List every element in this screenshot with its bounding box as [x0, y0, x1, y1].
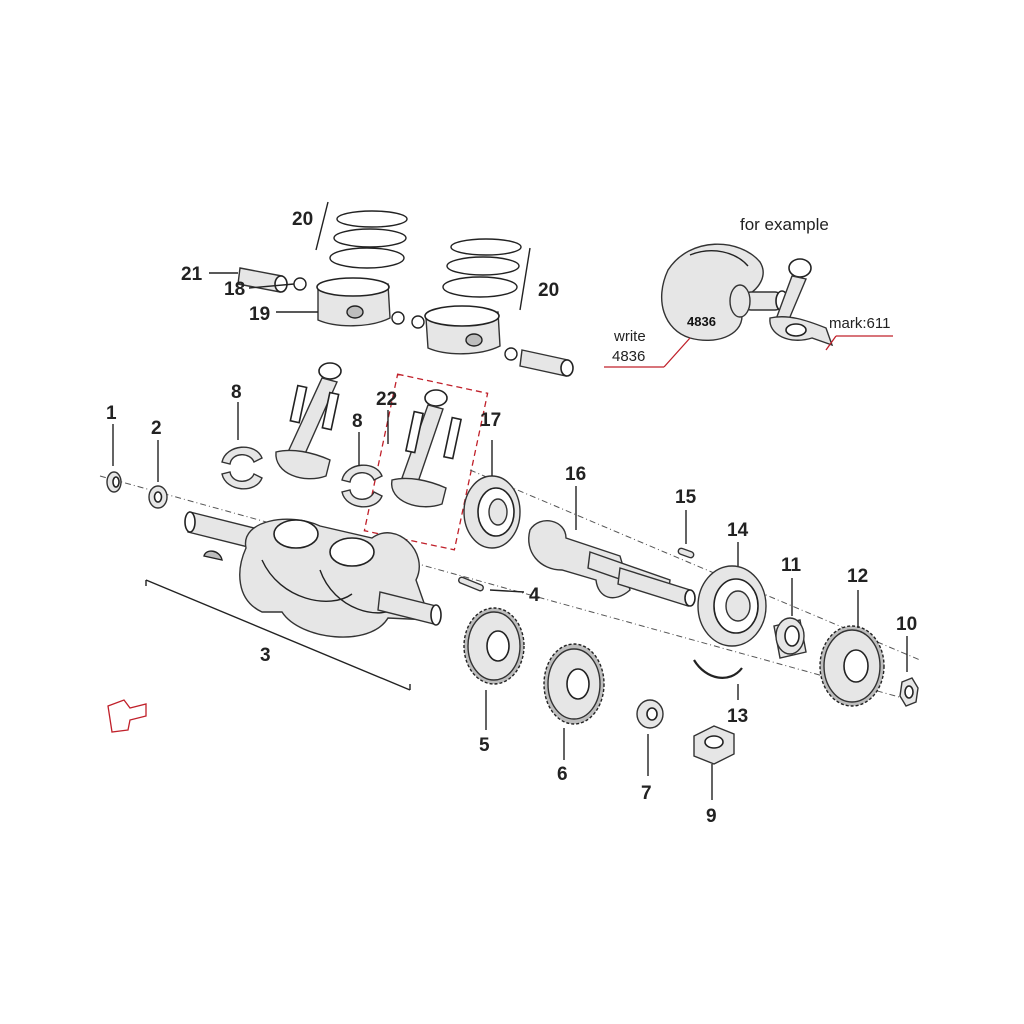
crank-stamp: 4836 [687, 314, 716, 329]
part-label-8b: 8 [352, 411, 363, 432]
kit-22-outline [363, 373, 489, 551]
part-label-15: 15 [675, 487, 697, 508]
main-axis [99, 475, 911, 701]
write-note: write [613, 328, 646, 345]
write-leader-diag [663, 337, 691, 368]
part-label-19: 19 [249, 304, 270, 325]
part-number-labels: 1 2 3 4 5 6 7 8 8 9 10 11 12 13 14 15 16… [106, 209, 917, 827]
example-crank-web: 4836 [660, 243, 789, 342]
part-label-10: 10 [896, 614, 917, 635]
washer-7 [636, 699, 664, 776]
part-label-17: 17 [480, 410, 501, 431]
nut-9 [693, 725, 735, 800]
circlip-13 [693, 659, 743, 700]
part-label-3: 3 [260, 645, 271, 666]
bearing-shells-right [341, 464, 383, 508]
pistons-group [209, 201, 574, 377]
part-label-12: 12 [847, 566, 868, 587]
part-label-7: 7 [641, 783, 652, 804]
spacer-11 [773, 578, 807, 659]
gear-12 [819, 590, 885, 707]
part-label-5: 5 [479, 735, 490, 756]
gear-6 [543, 643, 605, 760]
pin-15 [677, 510, 695, 559]
washer-2 [148, 440, 168, 509]
part-label-2: 2 [151, 418, 162, 439]
part-label-8a: 8 [231, 382, 242, 403]
example-connecting-rod [769, 258, 834, 347]
key-pin-4 [458, 576, 525, 593]
part-label-14: 14 [727, 520, 749, 541]
part-label-6: 6 [557, 764, 568, 785]
example-inset: for example 4836 write 4836 mark:611 [604, 215, 893, 368]
piston-pin-left [237, 267, 288, 293]
piston-left [316, 277, 391, 327]
example-title: for example [740, 215, 829, 234]
part-label-20b: 20 [538, 280, 559, 301]
part-label-22: 22 [376, 389, 397, 410]
bearing-14 [697, 542, 767, 647]
piston-rings-left [329, 210, 408, 269]
piston-right [424, 305, 501, 355]
conrod-left [275, 362, 342, 480]
front-nut-1 [106, 424, 122, 493]
mark-leader-diag [825, 335, 837, 351]
conrod-kit-22 [363, 373, 489, 551]
part-label-11: 11 [781, 555, 802, 576]
gear-5 [463, 607, 525, 730]
part-label-20a: 20 [292, 209, 313, 230]
piston-rings-right [442, 238, 522, 298]
bearing-shells-left [221, 446, 263, 490]
connecting-rods-group [221, 362, 489, 551]
part-label-1: 1 [106, 403, 117, 424]
balancer-shaft-16 [528, 486, 696, 607]
part-label-13: 13 [727, 706, 748, 727]
nut-10 [899, 636, 919, 707]
part-label-4: 4 [529, 585, 540, 606]
write-value: 4836 [612, 348, 645, 365]
direction-arrow-icon [107, 699, 147, 733]
part-label-18: 18 [224, 279, 245, 300]
piston-pin-right [519, 349, 574, 377]
part-label-16: 16 [565, 464, 586, 485]
part-label-9: 9 [706, 806, 717, 827]
bearing-17 [463, 440, 521, 549]
part-label-21: 21 [181, 264, 203, 285]
crankshaft-3 [145, 511, 442, 691]
mark-note: mark:611 [829, 315, 890, 332]
